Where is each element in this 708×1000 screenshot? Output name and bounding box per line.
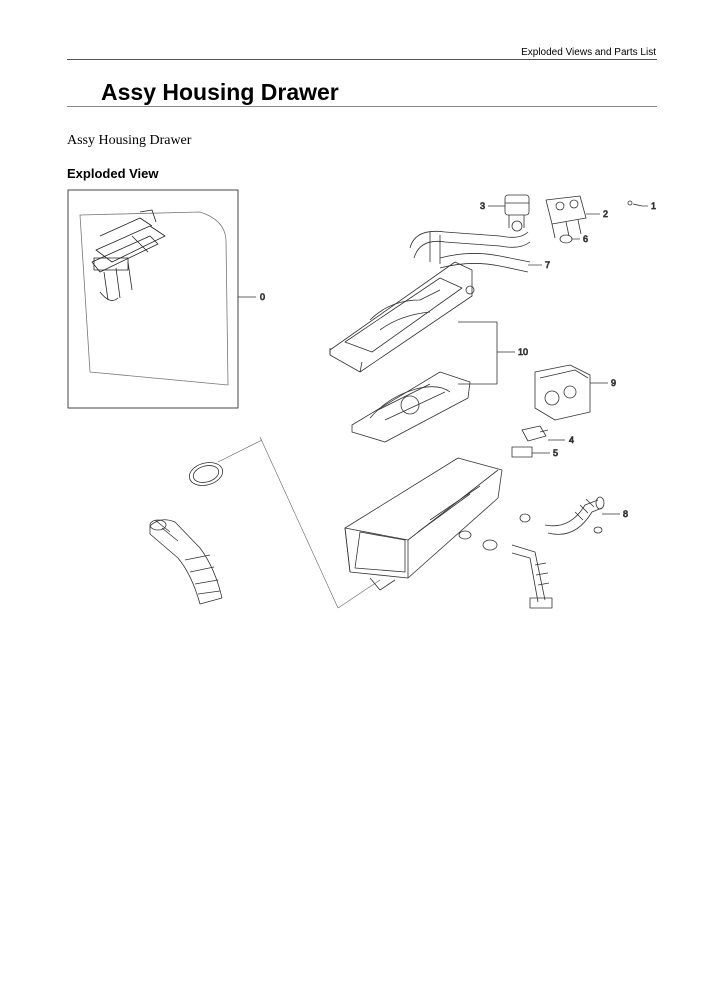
assembly-overview-inset: [67, 189, 239, 409]
water-valve-double: [545, 195, 587, 239]
filter-part: [511, 446, 533, 458]
callout-label: 4: [569, 435, 574, 445]
small-clip: [593, 526, 603, 534]
exploded-view-heading: Exploded View: [67, 166, 159, 181]
hose-clamp-ring: [188, 462, 224, 486]
drawer-cover: [329, 261, 475, 373]
callout-label: 0: [260, 292, 265, 302]
lower-hose: [482, 539, 553, 609]
header-divider: [67, 59, 657, 60]
page-subtitle: Assy Housing Drawer: [67, 133, 192, 148]
callout-label: 1: [651, 201, 656, 211]
section-header: Exploded Views and Parts List: [521, 47, 656, 58]
small-valve-part: [521, 425, 549, 442]
callout-label: 7: [545, 260, 550, 270]
callout-label: 3: [480, 201, 485, 211]
leader-lines: [488, 205, 648, 515]
callout-label: 10: [518, 347, 528, 357]
callout-label: 2: [603, 209, 608, 219]
water-valve-single: [504, 194, 530, 232]
valve-body-assembly: [534, 364, 591, 421]
callout-label: 9: [611, 378, 616, 388]
drawer-housing: [344, 457, 503, 591]
distributor-plate: [351, 371, 471, 443]
callout-label: 6: [583, 234, 588, 244]
title-divider: [67, 106, 657, 107]
hose-clamp-small: [559, 234, 573, 244]
callout-label: 5: [553, 448, 558, 458]
bellows-hose: [149, 519, 223, 605]
callout-label: 8: [623, 509, 628, 519]
page-title: Assy Housing Drawer: [101, 79, 339, 105]
screw: [627, 200, 643, 207]
drain-hose: [544, 496, 605, 535]
small-clip: [519, 513, 531, 523]
inlet-hoses: [409, 230, 531, 273]
